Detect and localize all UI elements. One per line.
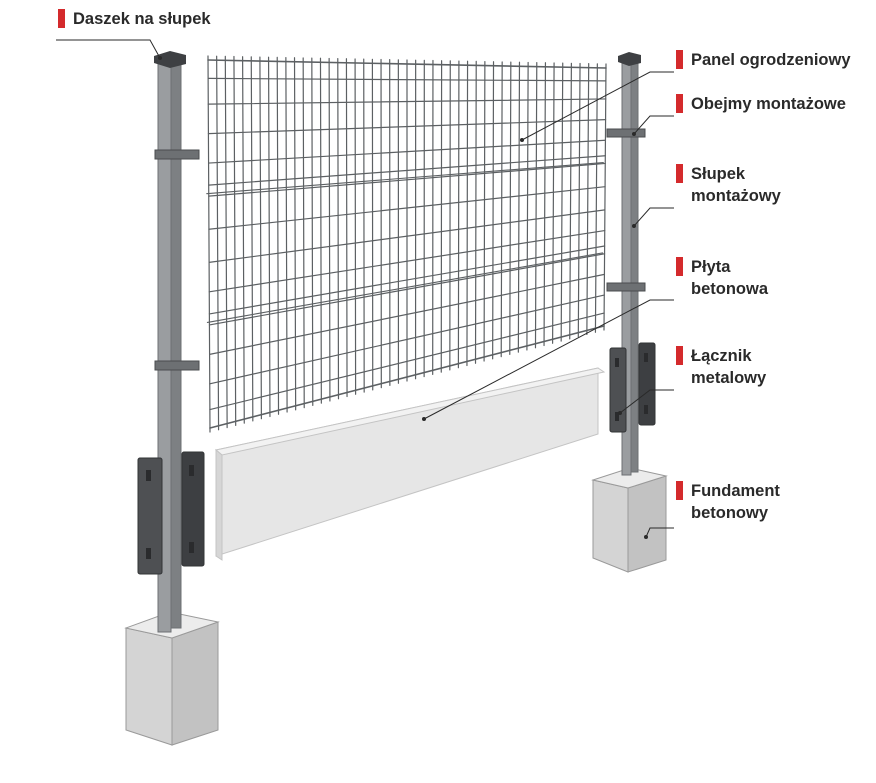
label-daszek-na-slupek: Daszek na słupek xyxy=(58,8,211,30)
label-line: Słupek xyxy=(691,163,781,185)
label-marker xyxy=(676,481,683,500)
foundation-left xyxy=(126,612,218,745)
label-line: metalowy xyxy=(691,367,766,389)
label-line: Panel ogrodzeniowy xyxy=(691,49,851,71)
label-plyta-betonowa: Płyta betonowa xyxy=(676,256,768,300)
label-line: montażowy xyxy=(691,185,781,207)
leader-daszek xyxy=(56,40,160,58)
label-slupek-montazowy: Słupek montażowy xyxy=(676,163,781,207)
clamp-left-upper xyxy=(155,150,199,159)
label-line: Płyta xyxy=(691,256,768,278)
label-fundament-betonowy: Fundament betonowy xyxy=(676,480,780,524)
label-line: Obejmy montażowe xyxy=(691,93,846,115)
post-right xyxy=(607,52,655,475)
label-marker xyxy=(676,164,683,183)
leader-slupek xyxy=(634,208,674,226)
label-marker xyxy=(676,50,683,69)
label-obejmy-montazowe: Obejmy montażowe xyxy=(676,93,846,115)
label-marker xyxy=(58,9,65,28)
clamp-right-lower xyxy=(607,283,645,291)
clamp-right-upper xyxy=(607,129,645,137)
label-line: Daszek na słupek xyxy=(73,8,211,30)
label-marker xyxy=(676,346,683,365)
label-line: betonowa xyxy=(691,278,768,300)
mesh-panel xyxy=(207,56,606,432)
clamp-left-lower xyxy=(155,361,199,370)
post-left xyxy=(138,51,204,632)
label-line: Łącznik xyxy=(691,345,766,367)
label-line: betonowy xyxy=(691,502,780,524)
label-marker xyxy=(676,257,683,276)
concrete-slab xyxy=(216,368,604,560)
label-marker xyxy=(676,94,683,113)
label-line: Fundament xyxy=(691,480,780,502)
label-panel-ogrodzeniowy: Panel ogrodzeniowy xyxy=(676,49,851,71)
foundation-right xyxy=(593,468,666,572)
label-lacznik-metalowy: Łącznik metalowy xyxy=(676,345,766,389)
